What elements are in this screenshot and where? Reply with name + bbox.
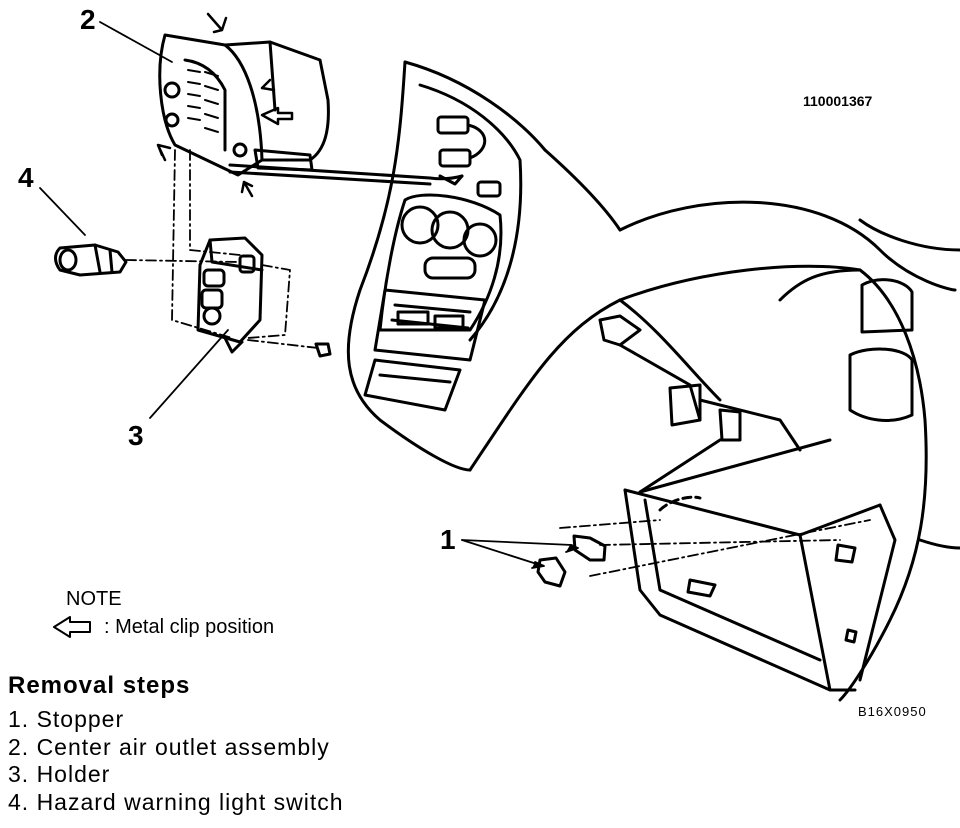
figure-code: 110001367 bbox=[803, 93, 873, 109]
dashboard-outline bbox=[346, 60, 960, 702]
note-legend-text: : Metal clip position bbox=[104, 616, 275, 638]
removal-steps-list: 1. Stopper 2. Center air outlet assembly… bbox=[8, 706, 344, 816]
glove-box bbox=[598, 314, 897, 692]
stoppers bbox=[536, 534, 607, 588]
removal-step: 2. Center air outlet assembly bbox=[8, 733, 330, 760]
note-title: NOTE bbox=[66, 588, 122, 610]
center-air-outlet-assembly bbox=[158, 33, 330, 177]
leader-lines bbox=[39, 21, 579, 569]
callout-3: 3 bbox=[128, 420, 144, 451]
callout-4: 4 bbox=[18, 162, 34, 193]
screw bbox=[314, 342, 332, 358]
holder bbox=[196, 236, 264, 354]
removal-steps-title: Removal steps bbox=[8, 672, 191, 699]
callout-2: 2 bbox=[80, 4, 96, 35]
hollow-arrow-left-icon bbox=[53, 616, 91, 638]
removal-step: 4. Hazard warning light switch bbox=[8, 788, 344, 815]
hazard-warning-light-switch bbox=[54, 243, 128, 277]
metal-clip-arrows bbox=[156, 12, 294, 198]
removal-step: 1. Stopper bbox=[8, 706, 125, 732]
removal-step: 3. Holder bbox=[8, 761, 111, 787]
callout-1: 1 bbox=[440, 524, 456, 555]
drawing-code: B16X0950 bbox=[858, 704, 927, 719]
side-vent bbox=[848, 278, 914, 422]
